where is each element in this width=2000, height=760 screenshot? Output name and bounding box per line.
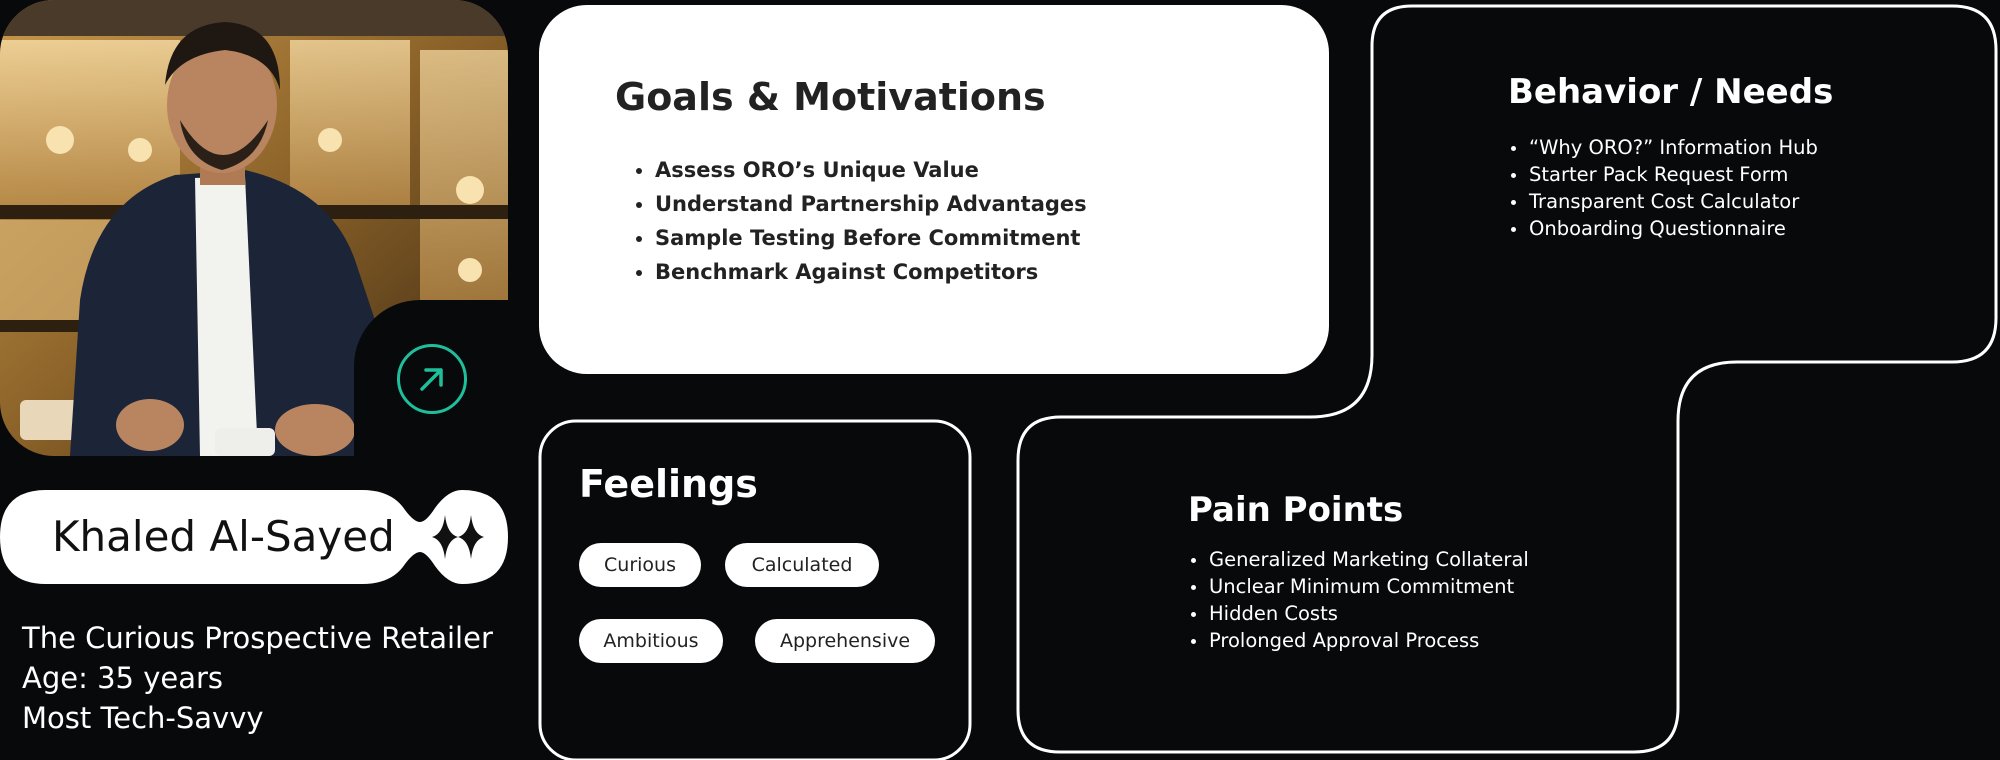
list-item: “Why ORO?” Information Hub — [1508, 134, 1818, 161]
list-item: Understand Partnership Advantages — [655, 187, 1087, 221]
list-item: Generalized Marketing Collateral — [1188, 546, 1529, 573]
list-item: Prolonged Approval Process — [1188, 627, 1529, 654]
feeling-tag-ambitious: Ambitious — [579, 619, 723, 663]
feeling-tag-curious: Curious — [579, 543, 701, 587]
list-item: Assess ORO’s Unique Value — [655, 153, 1087, 187]
list-item: Benchmark Against Competitors — [655, 255, 1087, 289]
behavior-heading: Behavior / Needs — [1508, 72, 1834, 112]
sparkle-icon — [430, 512, 486, 562]
goals-card: Goals & Motivations Assess ORO’s Unique … — [539, 5, 1329, 374]
feeling-tag-calculated: Calculated — [725, 543, 879, 587]
arrow-up-right-icon[interactable] — [397, 344, 467, 414]
persona-name: Khaled Al-Sayed — [52, 512, 395, 561]
feelings-heading: Feelings — [579, 462, 758, 506]
list-item: Starter Pack Request Form — [1508, 161, 1818, 188]
pain-points-list: Generalized Marketing Collateral Unclear… — [1188, 546, 1529, 654]
persona-tech: Most Tech-Savvy — [22, 701, 264, 735]
persona-photo — [0, 0, 508, 456]
list-item: Hidden Costs — [1188, 600, 1529, 627]
name-pill — [0, 490, 508, 584]
goals-list: Assess ORO’s Unique Value Understand Par… — [633, 153, 1087, 289]
persona-age: Age: 35 years — [22, 661, 224, 695]
pain-points-heading: Pain Points — [1188, 490, 1404, 530]
list-item: Unclear Minimum Commitment — [1188, 573, 1529, 600]
persona-info: The Curious Prospective Retailer Age: 35… — [22, 618, 493, 738]
list-item: Onboarding Questionnaire — [1508, 215, 1818, 242]
feelings-card-outline — [538, 419, 972, 760]
feeling-tag-apprehensive: Apprehensive — [755, 619, 935, 663]
behavior-pain-outline — [1016, 4, 1998, 754]
goals-heading: Goals & Motivations — [615, 75, 1046, 119]
behavior-list: “Why ORO?” Information Hub Starter Pack … — [1508, 134, 1818, 242]
persona-title: The Curious Prospective Retailer — [22, 621, 493, 655]
list-item: Transparent Cost Calculator — [1508, 188, 1818, 215]
list-item: Sample Testing Before Commitment — [655, 221, 1087, 255]
